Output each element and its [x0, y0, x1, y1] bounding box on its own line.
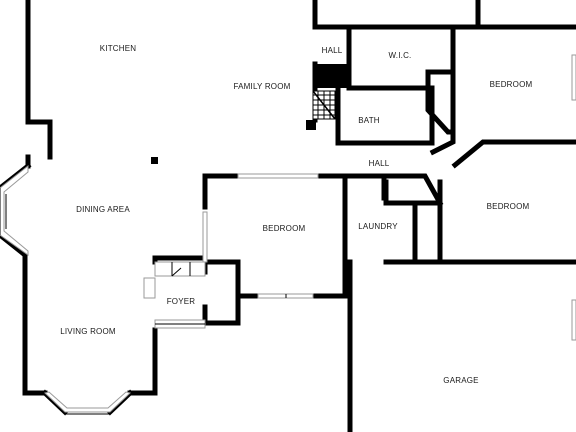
- label-bedroom-right: BEDROOM: [487, 202, 530, 211]
- label-hall-mid: HALL: [369, 159, 390, 168]
- bay-window-living: [41, 389, 134, 416]
- label-living-room: LIVING ROOM: [60, 327, 116, 336]
- center-bedroom-windows: [202, 173, 319, 299]
- bay-window-dining: [0, 164, 29, 256]
- kitchen-post: [151, 157, 158, 164]
- label-bath: BATH: [358, 116, 380, 125]
- label-wic: W.I.C.: [389, 51, 412, 60]
- label-kitchen: KITCHEN: [100, 44, 137, 53]
- label-bedroom-top-right: BEDROOM: [490, 80, 533, 89]
- label-family-room: FAMILY ROOM: [233, 82, 290, 91]
- label-laundry: LAUNDRY: [358, 222, 398, 231]
- room-labels: KITCHEN FAMILY ROOM HALL W.I.C. BEDROOM …: [60, 44, 532, 385]
- foyer-entry: [143, 261, 206, 329]
- fireplace: [306, 64, 349, 130]
- label-dining-area: DINING AREA: [76, 205, 130, 214]
- exterior-walls: [0, 0, 348, 396]
- label-garage: GARAGE: [443, 376, 478, 385]
- label-hall-upper: HALL: [322, 46, 343, 55]
- right-windows: [571, 54, 576, 341]
- label-foyer: FOYER: [167, 297, 196, 306]
- label-bedroom-center: BEDROOM: [263, 224, 306, 233]
- upper-interior-walls: [312, 0, 576, 303]
